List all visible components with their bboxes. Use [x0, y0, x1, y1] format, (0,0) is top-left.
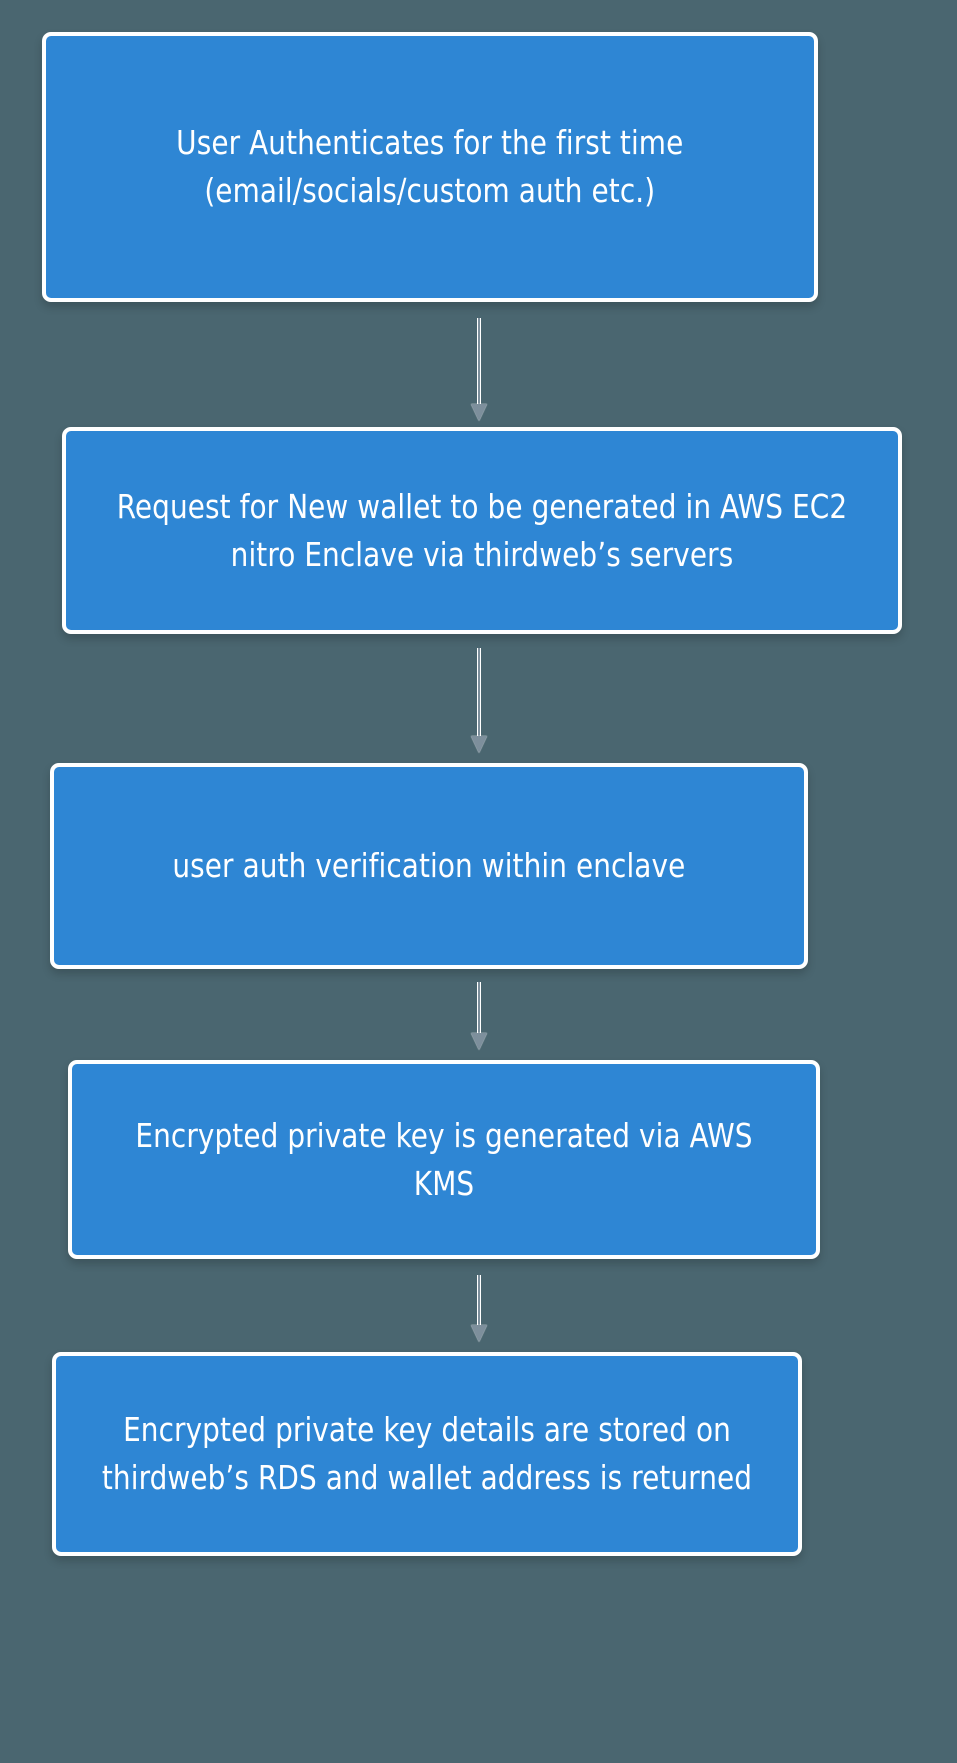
flow-node-request-new-wallet[interactable]: Request for New wallet to be generated i…	[62, 427, 902, 634]
arrow-down-icon	[471, 1033, 487, 1050]
flow-node-label: User Authenticates for the first time (e…	[176, 123, 684, 210]
connector-stem	[477, 318, 481, 405]
arrow-down-icon	[471, 1325, 487, 1342]
connector-stem	[477, 1275, 481, 1326]
flow-node-label: user auth verification within enclave	[172, 846, 686, 886]
arrow-down-icon	[471, 404, 487, 421]
flow-node-key-details-stored[interactable]: Encrypted private key details are stored…	[52, 1352, 802, 1556]
flow-node-label: Encrypted private key is generated via A…	[135, 1115, 753, 1203]
flow-node-user-authenticates[interactable]: User Authenticates for the first time (e…	[42, 32, 818, 302]
flow-node-label: Encrypted private key details are stored…	[101, 1410, 753, 1497]
flow-node-label: Request for New wallet to be generated i…	[116, 486, 848, 574]
flow-connector-2-to-3	[471, 648, 487, 753]
flow-node-user-auth-verification[interactable]: user auth verification within enclave	[50, 763, 808, 969]
flow-connector-1-to-2	[471, 318, 487, 421]
connector-stem	[477, 648, 481, 737]
flow-connector-3-to-4	[471, 982, 487, 1050]
flow-node-encrypted-private-key-generated[interactable]: Encrypted private key is generated via A…	[68, 1060, 820, 1259]
connector-stem	[477, 982, 481, 1034]
flow-connector-4-to-5	[471, 1275, 487, 1342]
arrow-down-icon	[471, 736, 487, 753]
